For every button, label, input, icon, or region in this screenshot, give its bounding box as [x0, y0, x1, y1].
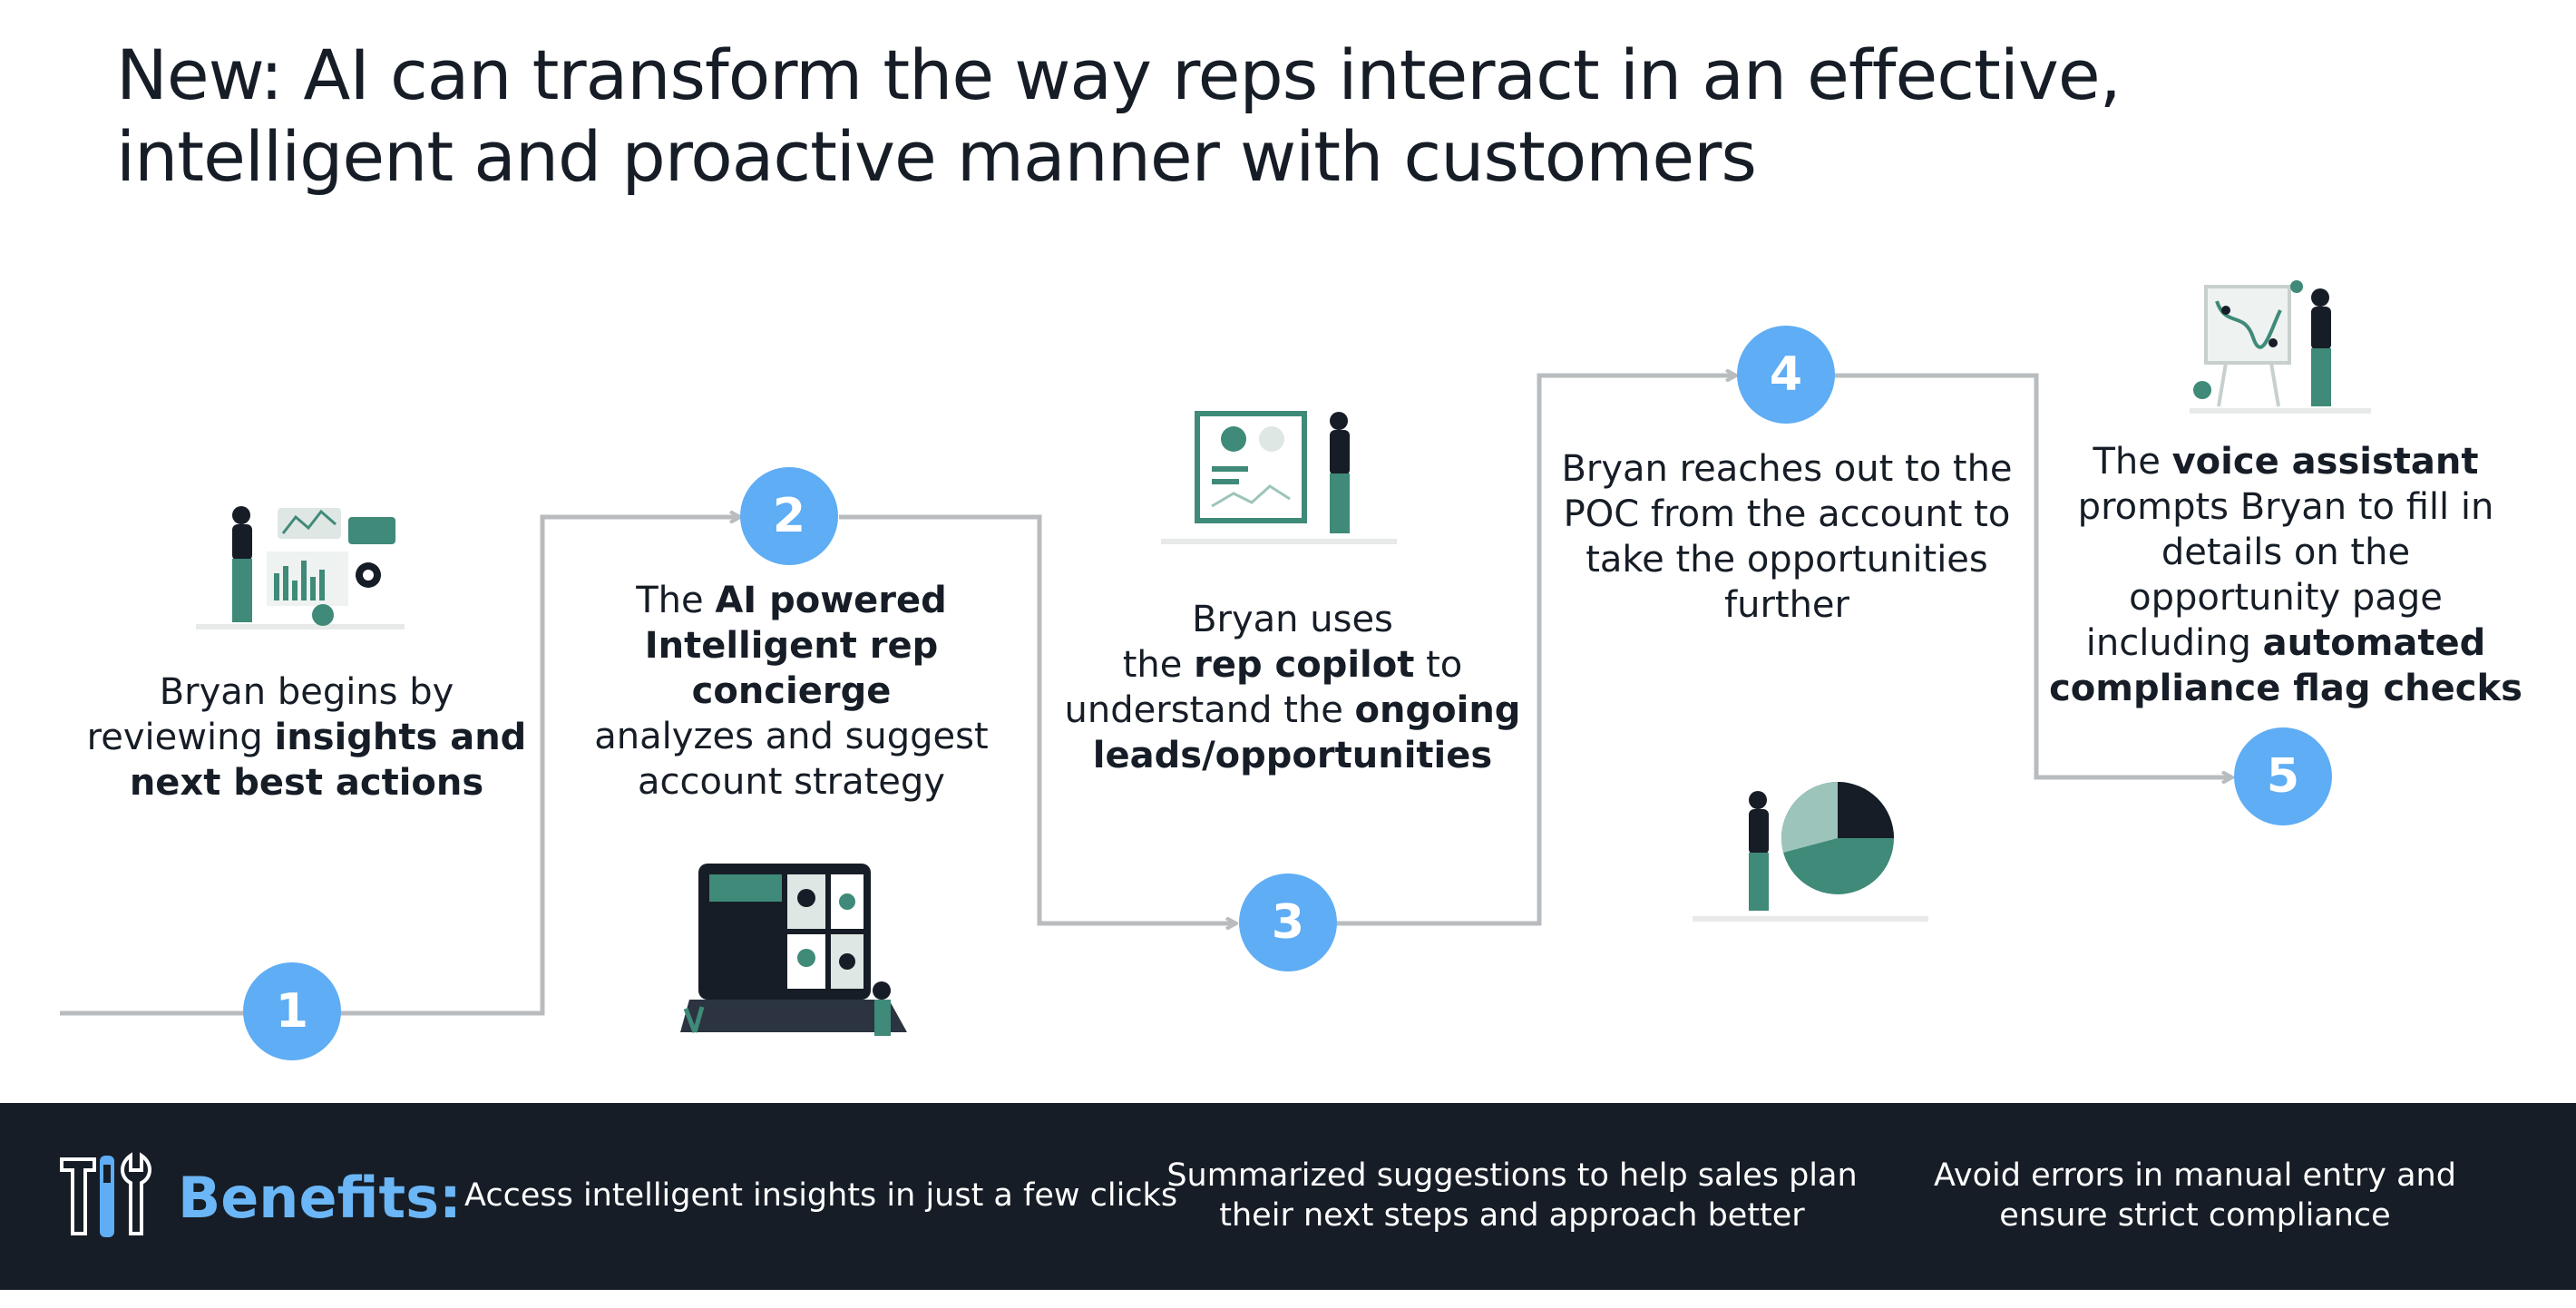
tools-icon	[60, 1152, 151, 1237]
benefits-title: Benefits:	[178, 1165, 462, 1231]
step-badge-5: 5	[2234, 727, 2332, 825]
step-4-line: further	[1724, 584, 1849, 626]
benefit-item-1-line: Access intelligent insights in just a fe…	[464, 1177, 1178, 1214]
step-2-line: analyzes and suggest	[594, 716, 989, 757]
step-5-line: details on the	[2161, 532, 2411, 573]
benefit-item-1: Access intelligent insights in just a fe…	[464, 1176, 1178, 1215]
step-5-line: The voice assistant	[2093, 441, 2479, 483]
timeline-segment-3-4	[1335, 376, 1735, 926]
step-2-line: The AI powered	[636, 580, 947, 621]
svg-text:5: 5	[2267, 749, 2299, 804]
step-3-line: understand the ongoing	[1064, 689, 1521, 731]
step-2-line: account strategy	[638, 761, 945, 803]
video-conference-laptop-illustration	[680, 864, 907, 1036]
step-5-line: including automated	[2085, 622, 2486, 664]
svg-text:3: 3	[1272, 895, 1304, 950]
step-4-line: take the opportunities	[1586, 539, 1988, 581]
step-badge-1: 1	[243, 962, 341, 1060]
benefit-item-3-line: Avoid errors in manual entry and	[1934, 1157, 2456, 1194]
step-5-line: prompts Bryan to fill in	[2077, 486, 2494, 528]
benefit-item-2-line: Summarized suggestions to help sales pla…	[1166, 1157, 1858, 1194]
benefit-item-2-line: their next steps and approach better	[1219, 1197, 1805, 1234]
step-3-line: the rep copilot to	[1122, 644, 1463, 686]
strategy-whiteboard-illustration	[2190, 280, 2371, 414]
step-5-description: The voice assistant prompts Bryan to fil…	[2041, 439, 2531, 711]
step-5-line: compliance flag checks	[2049, 668, 2522, 709]
timeline-segment-2-3	[839, 514, 1235, 923]
step-3-description: Bryan uses the rep copilot to understand…	[1052, 597, 1533, 778]
presentation-board-illustration	[1161, 411, 1397, 544]
timeline-diagram: 1 2 3 4 5	[60, 326, 2332, 1060]
step-4-line: Bryan reaches out to the	[1561, 448, 2013, 490]
step-4-description: Bryan reaches out to the POC from the ac…	[1547, 446, 2027, 628]
step-badge-2: 2	[740, 467, 838, 565]
step-badge-4: 4	[1737, 326, 1835, 424]
analytics-dashboard-illustration	[196, 506, 405, 630]
step-1-line: Bryan begins by	[159, 671, 454, 713]
timeline-segment-4-5	[1835, 373, 2231, 777]
benefit-item-2: Summarized suggestions to help sales pla…	[1163, 1156, 1861, 1235]
step-3-line: Bryan uses	[1192, 599, 1393, 640]
step-5-line: opportunity page	[2129, 577, 2443, 619]
step-2-description: The AI powered Intelligent rep concierge…	[544, 578, 1039, 805]
pie-chart-analysis-illustration	[1693, 781, 1928, 922]
step-3-line: leads/opportunities	[1092, 735, 1493, 776]
step-badge-3: 3	[1239, 874, 1337, 971]
step-2-line: Intelligent rep concierge	[644, 625, 939, 712]
step-4-line: POC from the account to	[1563, 493, 2011, 535]
svg-text:1: 1	[276, 984, 308, 1039]
step-1-description: Bryan begins by reviewing insights and n…	[80, 669, 533, 805]
benefits-bar: Benefits: Access intelligent insights in…	[0, 1103, 2576, 1290]
step-1-line: next best actions	[129, 762, 484, 804]
benefit-item-3-line: ensure strict compliance	[1999, 1197, 2391, 1234]
svg-text:2: 2	[773, 489, 805, 543]
page-title-line-2: intelligent and proactive manner with cu…	[116, 116, 1757, 197]
page-title-line-1: New: AI can transform the way reps inter…	[116, 34, 2122, 115]
svg-text:4: 4	[1770, 347, 1802, 402]
benefit-item-3: Avoid errors in manual entry and ensure …	[1905, 1156, 2485, 1235]
step-1-line: reviewing insights and	[86, 717, 527, 758]
